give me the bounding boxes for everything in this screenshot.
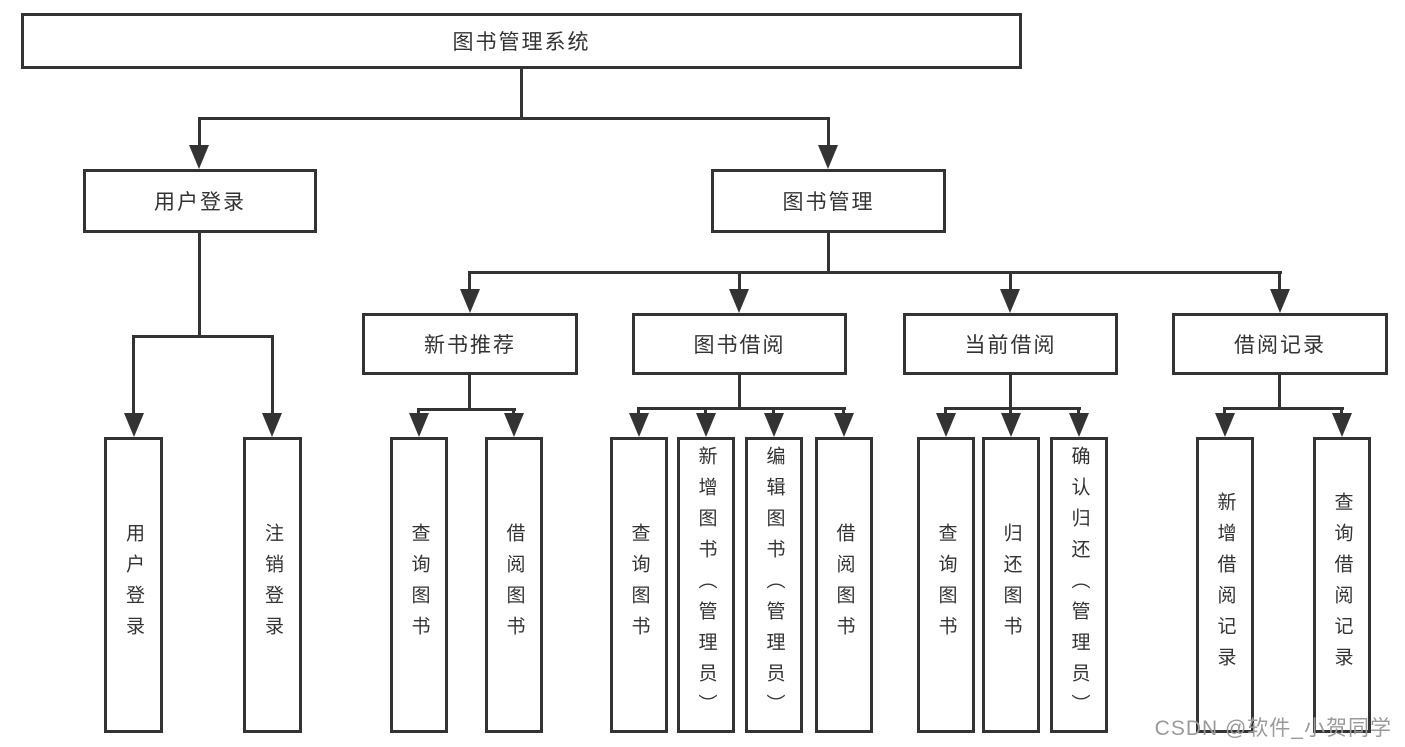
node-root: 图书管理系统 (21, 13, 1022, 69)
arrowhead-leaf-return-book (1001, 413, 1021, 437)
connector-root-drop (520, 69, 523, 120)
connector-level3-stub (738, 271, 741, 292)
arrowhead-leaf-query-borrow-record (1332, 413, 1352, 437)
arrowhead-leaf-query-books-borrow (629, 413, 649, 437)
node-user-login: 用户登录 (83, 169, 317, 233)
arrowhead-user-login (189, 145, 209, 169)
arrowhead-leaf-logout (262, 413, 282, 437)
connector-bookborrow-rail (637, 407, 846, 410)
node-new-book-rec: 新书推荐 (362, 313, 578, 375)
connector-borrowrecords-drop (1278, 375, 1281, 410)
leaf-add-borrow-record: 新增借阅记录 (1196, 437, 1254, 733)
connector-userlogin-stub (198, 117, 201, 148)
leaf-query-borrow-record: 查询借阅记录 (1313, 437, 1371, 733)
leaf-logout: 注销登录 (243, 437, 302, 733)
node-current-borrow: 当前借阅 (903, 313, 1118, 375)
connector-newrec-drop (468, 375, 471, 411)
arrowhead-current-borrow (1000, 289, 1020, 313)
arrowhead-new-book-rec (460, 289, 480, 313)
leaf-query-books-borrow: 查询图书 (610, 437, 668, 733)
leaf-borrow-books-newrec: 借阅图书 (485, 437, 543, 733)
leaf-query-books-current: 查询图书 (917, 437, 975, 733)
watermark: CSDN @软件_小贺同学 (1154, 717, 1392, 740)
connector-leaf-stub (132, 335, 135, 418)
connector-bookmgmt-drop (827, 233, 830, 274)
connector-borrowrecords-rail (1223, 407, 1344, 410)
node-borrow-records: 借阅记录 (1172, 313, 1388, 375)
arrowhead-leaf-borrow-books-newrec (504, 413, 524, 437)
arrowhead-leaf-borrow-books-borrow (834, 413, 854, 437)
connector-leaf-stub (512, 408, 515, 417)
leaf-user-login: 用户登录 (104, 437, 163, 733)
arrowhead-book-mgmt (818, 145, 838, 169)
connector-leaf-stub (944, 407, 947, 416)
arrowhead-leaf-query-books-newrec (409, 413, 429, 437)
arrowhead-leaf-add-borrow-record (1215, 413, 1235, 437)
leaf-borrow-books-borrow: 借阅图书 (815, 437, 873, 733)
connector-bookmgmt-stub (827, 117, 830, 148)
connector-leaf-stub (417, 408, 420, 417)
leaf-query-books-newrec: 查询图书 (390, 437, 448, 733)
leaf-add-book-admin: 新增图书（管理员） (677, 437, 735, 733)
connector-bookborrow-drop (738, 375, 741, 410)
leaf-return-book: 归还图书 (982, 437, 1040, 733)
connector-level3-stub (1009, 271, 1012, 292)
connector-leaf-stub (271, 335, 274, 418)
arrowhead-leaf-user-login (124, 413, 144, 437)
connector-level3-rail (468, 271, 1282, 274)
connector-level3-stub (1278, 271, 1281, 292)
arrowhead-leaf-query-books-current (936, 413, 956, 437)
arrowhead-leaf-confirm-return (1069, 413, 1089, 437)
leaf-edit-book-admin: 编辑图书（管理员） (745, 437, 803, 733)
arrowhead-leaf-edit-book (764, 413, 784, 437)
arrowhead-leaf-add-book (696, 413, 716, 437)
connector-leaf-stub (1223, 407, 1226, 416)
connector-userlogin-drop (198, 232, 201, 338)
connector-leaf-stub (842, 407, 845, 416)
connector-leaf-stub (704, 407, 707, 416)
connector-level3-stub (468, 271, 471, 292)
connector-leaf-stub (772, 407, 775, 416)
leaf-confirm-return-admin: 确认归还（管理员） (1050, 437, 1108, 733)
connector-leaf-stub (1009, 407, 1012, 416)
connector-leaf-stub (637, 407, 640, 416)
arrowhead-borrow-records (1270, 289, 1290, 313)
connector-currentborrow-rail (944, 407, 1081, 410)
connector-leaf-stub (1340, 407, 1343, 416)
connector-userlogin-rail (132, 335, 274, 338)
node-book-mgmt: 图书管理 (711, 169, 946, 233)
connector-leaf-stub (1077, 407, 1080, 416)
arrowhead-book-borrow (729, 289, 749, 313)
node-book-borrow: 图书借阅 (632, 313, 847, 375)
connector-newrec-rail (417, 408, 516, 411)
connector-level2-rail (198, 117, 830, 120)
connector-currentborrow-drop (1009, 375, 1012, 410)
